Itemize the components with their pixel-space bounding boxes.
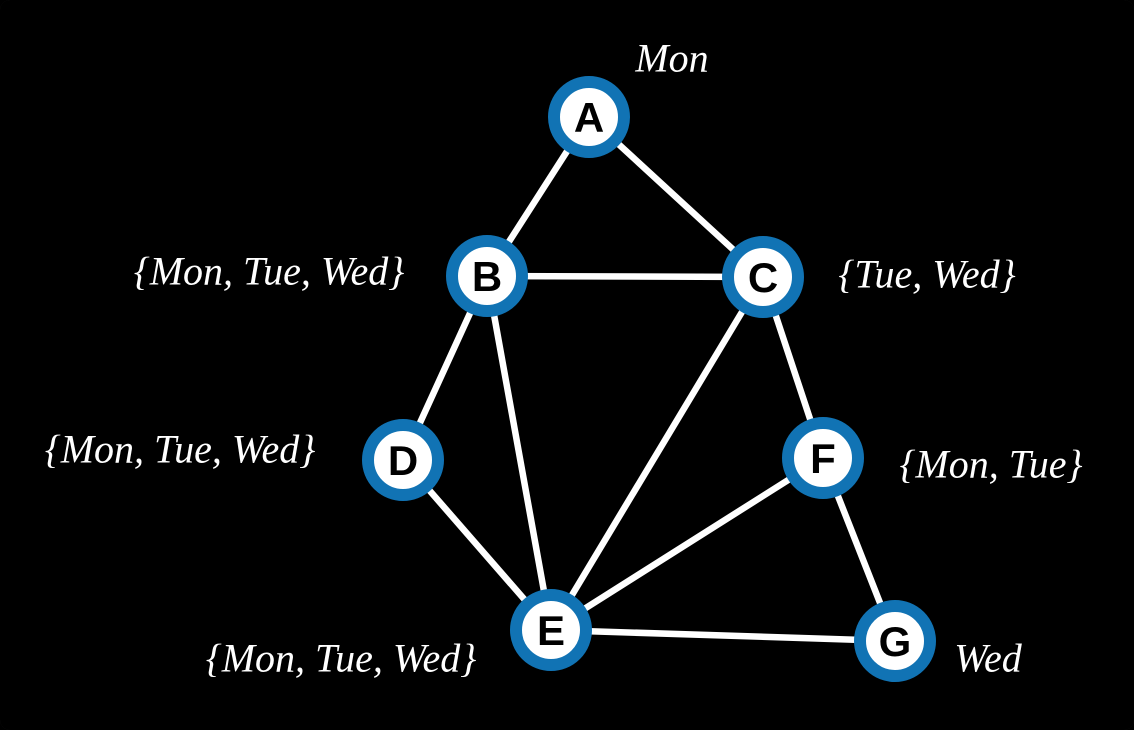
node-E: E [510, 589, 592, 671]
node-F: F [782, 417, 864, 499]
edge-C-E [547, 273, 767, 634]
node-C-label: C [748, 254, 778, 301]
node-B: B [446, 235, 528, 317]
node-B-circle [446, 235, 528, 317]
node-G-label: G [879, 618, 912, 665]
node-C-circle [722, 236, 804, 318]
node-D: D [362, 419, 444, 501]
node-F-domain-label: {Mon, Tue} [899, 441, 1082, 486]
node-F-circle [782, 417, 864, 499]
node-C: C [722, 236, 804, 318]
edge-E-G [547, 626, 899, 645]
node-D-domain-label: {Mon, Tue, Wed} [45, 426, 316, 471]
edge-B-C [483, 272, 767, 281]
node-E-circle [510, 589, 592, 671]
node-D-label: D [388, 437, 418, 484]
node-G-domain-label: Wed [954, 635, 1022, 680]
node-C-domain-label: {Tue, Wed} [838, 251, 1015, 296]
edge-B-E [483, 272, 555, 634]
node-E-domain-label: {Mon, Tue, Wed} [206, 635, 477, 680]
node-F-label: F [810, 435, 836, 482]
node-A-domain-label: Mon [634, 35, 708, 80]
node-G-circle [854, 600, 936, 682]
node-B-domain-label: {Mon, Tue, Wed} [134, 248, 405, 293]
node-G: G [854, 600, 936, 682]
node-A: A [548, 76, 630, 158]
node-B-label: B [472, 253, 502, 300]
node-E-label: E [537, 607, 565, 654]
node-A-circle [548, 76, 630, 158]
node-D-circle [362, 419, 444, 501]
edge-E-F [547, 454, 827, 634]
node-A-label: A [574, 94, 604, 141]
